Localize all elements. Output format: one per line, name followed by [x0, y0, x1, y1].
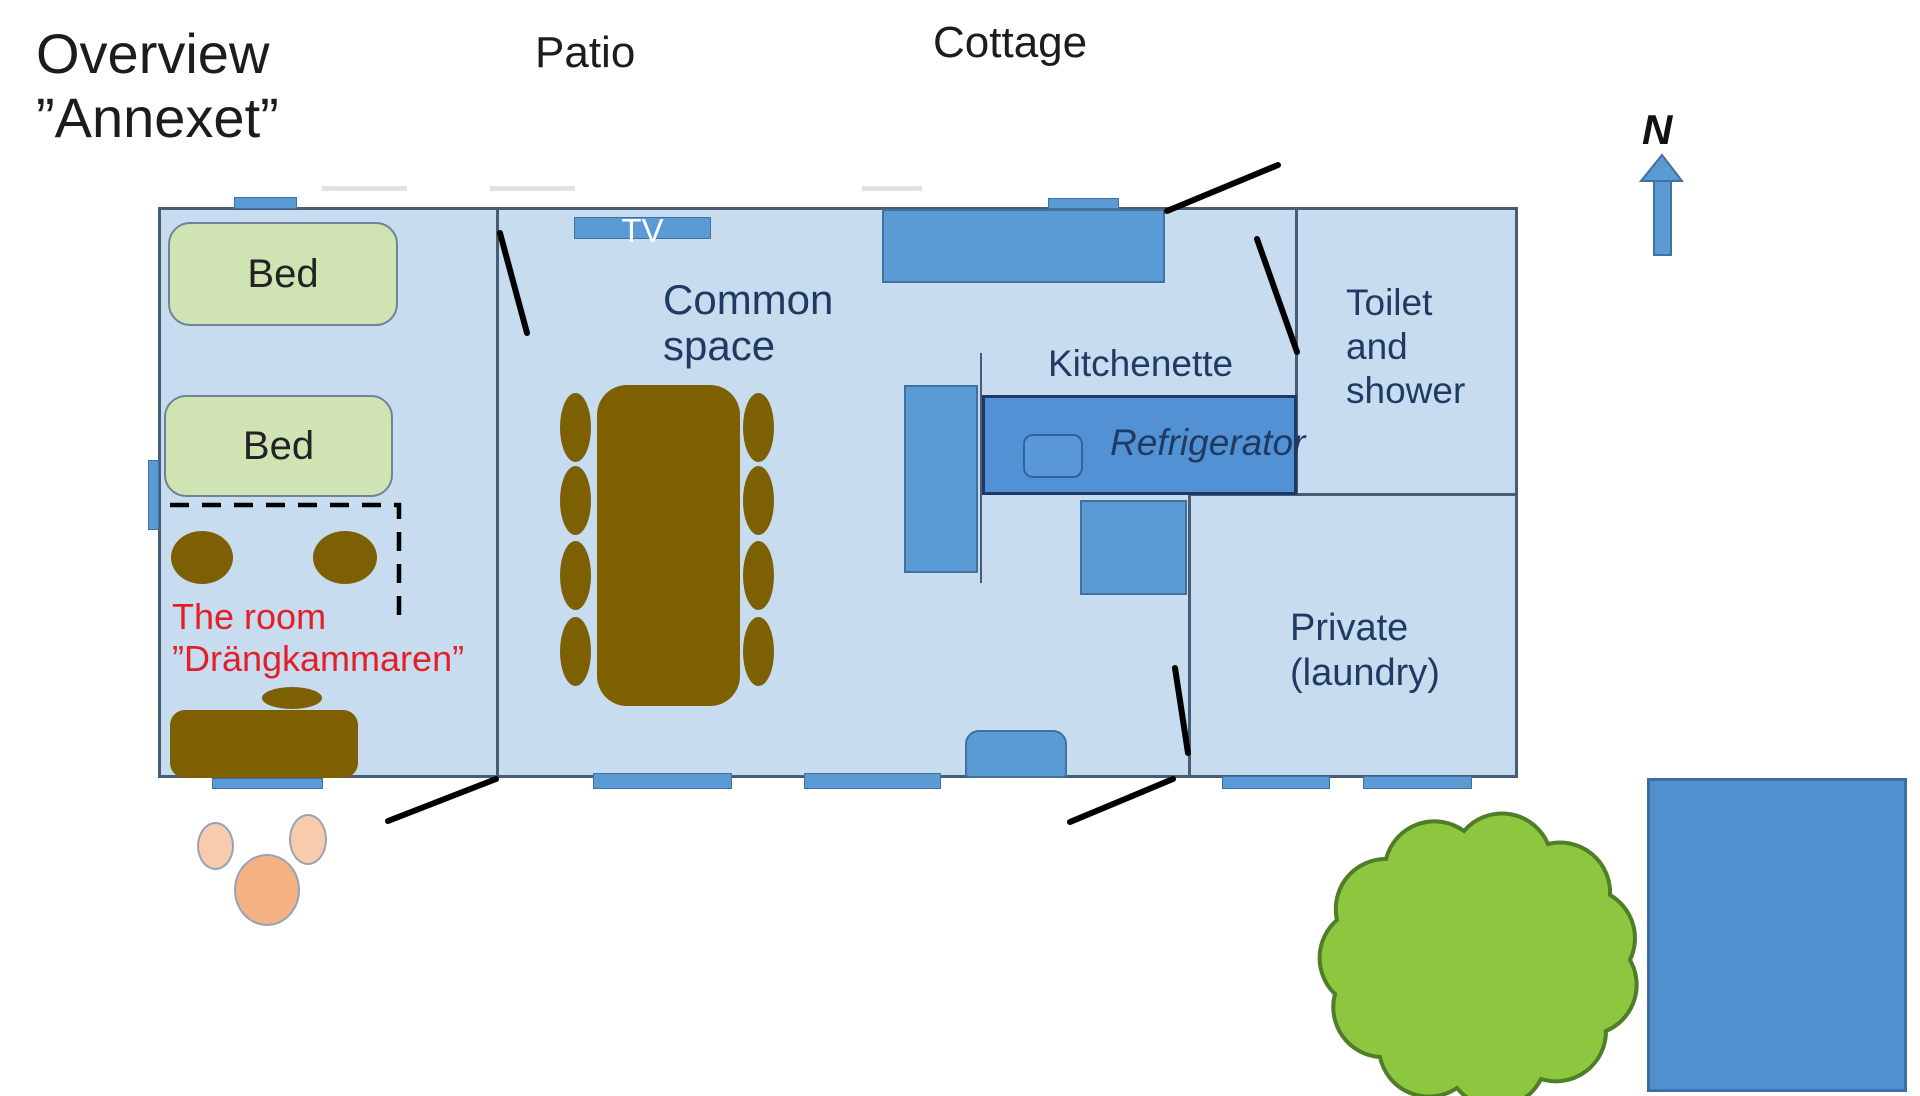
stool-2: [313, 531, 377, 584]
stepping-stone-1: [197, 822, 234, 870]
patio-label: Patio: [535, 28, 636, 77]
chair: [560, 393, 591, 462]
toilet-line-3: shower: [1346, 370, 1466, 411]
drangkammaren-label: The room”Drängkammaren”: [172, 596, 464, 680]
drangkammaren-line-2: ”Drängkammaren”: [172, 638, 465, 679]
window-left-wall: [148, 460, 159, 530]
stepping-stone-3: [234, 854, 300, 926]
dining-table: [597, 385, 740, 706]
stool-1: [171, 531, 233, 584]
outbuilding-square: [1647, 778, 1907, 1092]
common-line-2: space: [663, 322, 776, 369]
door-threshold: [212, 778, 323, 789]
wall-window-mark: [322, 186, 407, 191]
bed-2: Bed: [164, 395, 393, 497]
private-line-2: (laundry): [1290, 652, 1440, 694]
chair: [560, 617, 591, 686]
tree-icon: [1317, 811, 1639, 1096]
north-arrow-stem: [1653, 178, 1672, 256]
window-top-wall: [234, 197, 297, 209]
toilet-line-1: Toilet: [1346, 282, 1433, 323]
window-private-room: [1363, 776, 1472, 789]
kitchen-cabinet: [1080, 500, 1187, 595]
north-label: N: [1642, 106, 1673, 153]
chair: [560, 466, 591, 535]
window-bottom-wall: [593, 773, 732, 789]
bed-2-label: Bed: [242, 423, 315, 468]
chair: [743, 393, 774, 462]
toilet-line-2: and: [1346, 326, 1408, 367]
bed-1-label: Bed: [247, 251, 319, 296]
door-south-exit: [1067, 776, 1176, 825]
title-line-2: ”Annexet”: [36, 86, 279, 149]
wall-window-mark: [490, 186, 575, 191]
window-bottom-wall: [804, 773, 941, 789]
chair: [743, 617, 774, 686]
tv-label: TV: [621, 212, 664, 249]
kitchen-counter: [904, 385, 978, 573]
private-line-1: Private: [1290, 607, 1409, 649]
kitchenette-label: Kitchenette: [1048, 343, 1234, 384]
cottage-label: Cottage: [933, 18, 1088, 67]
door-patio-exit: [385, 776, 499, 824]
kitchen-counter-edge: [980, 353, 982, 583]
window-above-sofa: [1048, 198, 1119, 209]
wall-private-top: [1188, 493, 1518, 496]
chair: [743, 541, 774, 610]
stepping-stone-2: [289, 814, 327, 865]
drangkammaren-line-1: The room: [172, 596, 327, 637]
sink: [1023, 434, 1083, 478]
refrigerator-label: Refrigerator: [1110, 422, 1306, 463]
wall-drangkammaren: [496, 207, 499, 778]
wall-private-left: [1188, 493, 1191, 778]
wall-window-mark: [862, 186, 922, 191]
common-line-1: Common: [663, 276, 834, 323]
door-cottage-entrance: [1164, 162, 1281, 214]
chair: [743, 466, 774, 535]
page-title: Overview”Annexet”: [36, 22, 279, 150]
tv-unit: [574, 217, 711, 239]
desk: [170, 710, 358, 778]
title-line-1: Overview: [36, 22, 270, 85]
bench: [965, 730, 1067, 778]
chair: [560, 541, 591, 610]
bed-1: Bed: [168, 222, 398, 326]
sofa: [882, 209, 1165, 283]
private-laundry-label: Private(laundry): [1290, 606, 1440, 696]
desk-stool: [262, 687, 322, 709]
window-private-room: [1222, 776, 1330, 789]
